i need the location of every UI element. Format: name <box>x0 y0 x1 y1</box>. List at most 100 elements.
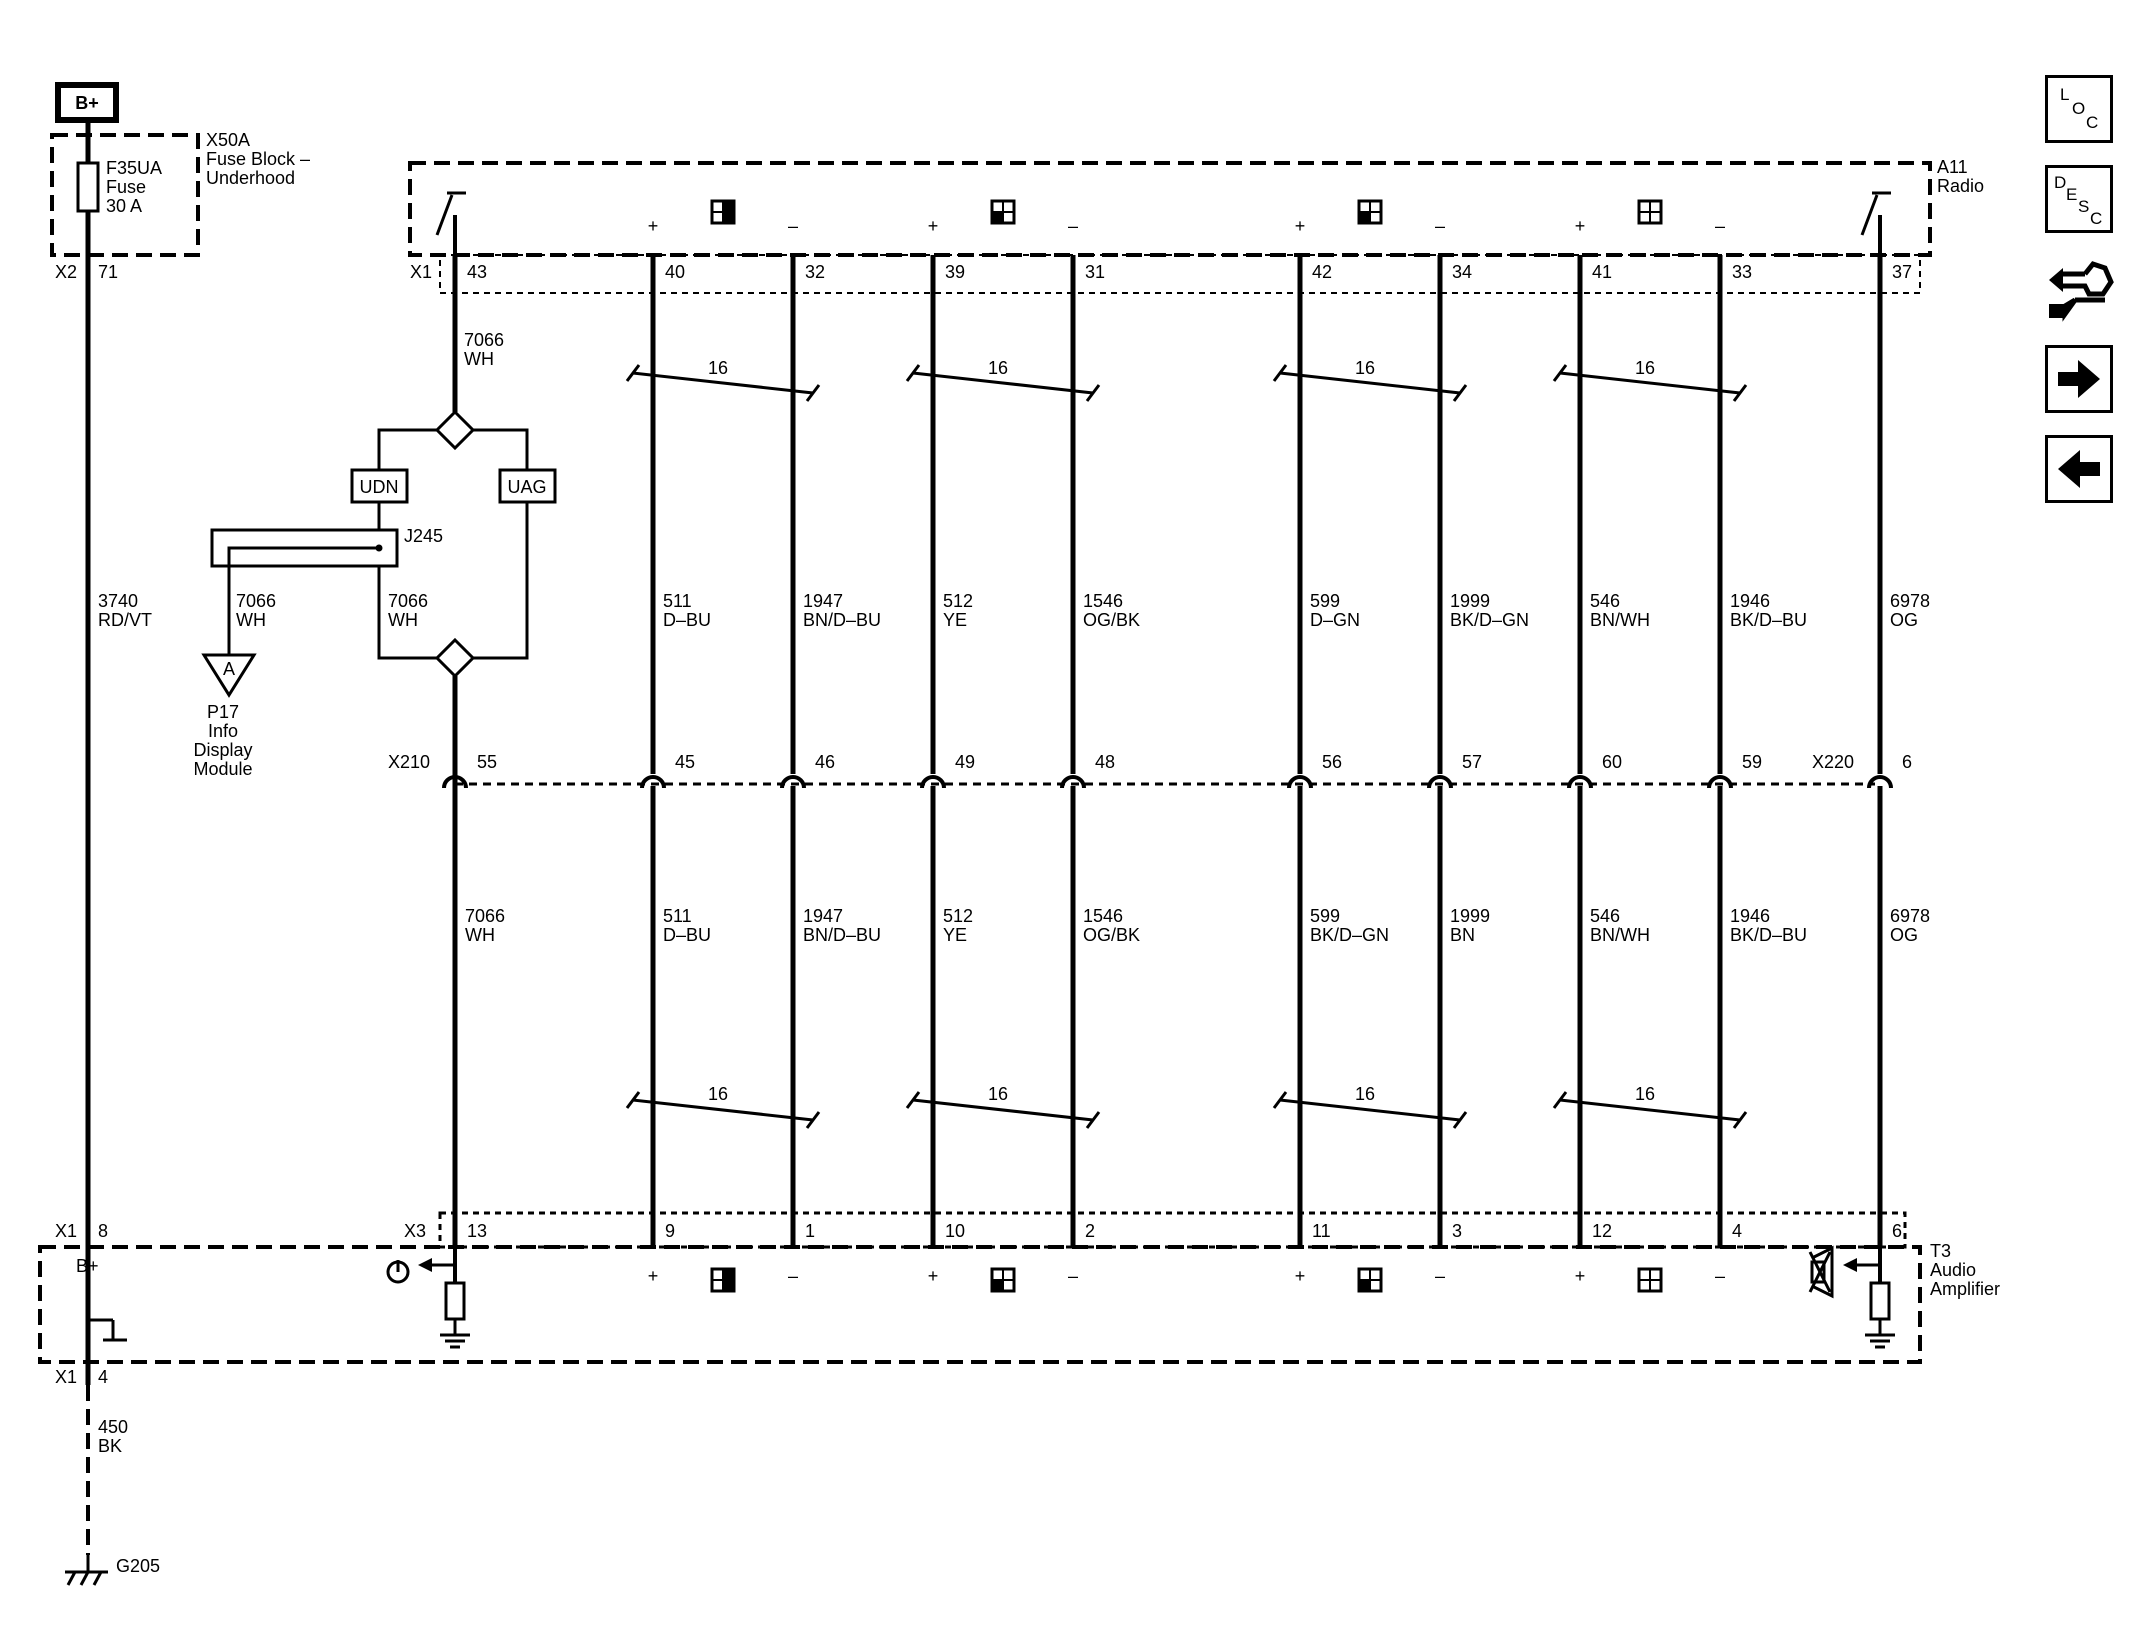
radio-outline <box>408 161 1932 257</box>
amp-pin: 11 <box>1312 1221 1331 1241</box>
inline-terminal <box>1707 775 1733 789</box>
arrow-right-icon <box>2058 360 2100 398</box>
wire-lower-color: BK/D–GN <box>1310 925 1389 945</box>
amp-x1-bottom-pin: 4 <box>98 1367 108 1387</box>
inline-terminal <box>442 775 468 789</box>
wire-upper-circuit: 511 <box>663 591 692 611</box>
ground-id: G205 <box>116 1556 160 1576</box>
amp-x1-bottom-connector: X1 <box>55 1367 77 1387</box>
twisted-pair-mark <box>912 371 1094 395</box>
amp-pin: 13 <box>467 1221 487 1241</box>
splice-left-circuit: 7066 <box>236 591 276 611</box>
inline-pin: 60 <box>1602 752 1622 772</box>
inline-terminal <box>780 775 806 789</box>
wire-upper-color: D–BU <box>663 610 711 630</box>
wire-lower-color: D–BU <box>663 925 711 945</box>
inline-pin: 48 <box>1095 752 1115 772</box>
desc-icon: D E S C <box>2054 173 2102 228</box>
splice-right-circuit: 7066 <box>388 591 428 611</box>
wire-upper-circuit: 1946 <box>1730 591 1770 611</box>
polarity-plus: + <box>1575 216 1586 236</box>
twisted-pair-label: 16 <box>988 358 1008 378</box>
radio-pin: 39 <box>945 262 965 282</box>
amp-resistor-right <box>1869 1281 1891 1321</box>
desc-letter-c: C <box>2090 209 2102 228</box>
wire-upper-circuit: 1546 <box>1083 591 1123 611</box>
splice-right-color: WH <box>388 610 418 630</box>
wire-upper-circuit: 1947 <box>803 591 843 611</box>
wire-lower-color: BN <box>1450 925 1475 945</box>
loc-letter-l: L <box>2060 85 2069 104</box>
wire-lower-circuit: 6978 <box>1890 906 1930 926</box>
wire-upper-color: D–GN <box>1310 610 1360 630</box>
uag-box <box>498 468 557 504</box>
wire-lower-circuit: 512 <box>943 906 973 926</box>
amp-name-1: Audio <box>1930 1260 1976 1280</box>
amp-pin: 4 <box>1732 1221 1742 1241</box>
polarity-plus: + <box>648 216 659 236</box>
radio-connector: X1 <box>410 262 432 282</box>
wire-upper-color: YE <box>943 610 967 630</box>
polarity-minus: – <box>1068 216 1078 236</box>
loc-icon: L O C <box>2060 85 2098 132</box>
wire-lower-color: OG <box>1890 925 1918 945</box>
amplifier-x3-connector <box>438 1211 1907 1249</box>
connector-icon <box>2049 261 2114 322</box>
radio-pin: 43 <box>467 262 487 282</box>
amp-pin: 2 <box>1085 1221 1095 1241</box>
wire-lower-color: BN/WH <box>1590 925 1650 945</box>
wire-lower-circuit: 1546 <box>1083 906 1123 926</box>
amp-pin: 10 <box>945 1221 965 1241</box>
previous-page-button[interactable] <box>2045 435 2113 503</box>
wire-lower-circuit: 1947 <box>803 906 843 926</box>
loc-button[interactable]: L O C <box>2045 75 2113 143</box>
polarity-plus: + <box>1295 216 1306 236</box>
udn-label: UDN <box>360 477 399 497</box>
power-wire-circuit: 3740 <box>98 591 138 611</box>
wire-lower-circuit: 1999 <box>1450 906 1490 926</box>
amp-pin: 9 <box>665 1221 675 1241</box>
desc-letter-s: S <box>2078 197 2089 216</box>
splice-diamond-top <box>434 409 476 451</box>
radio-pin: 37 <box>1892 262 1912 282</box>
wire-upper-circuit: 512 <box>943 591 973 611</box>
power-wire-color: RD/VT <box>98 610 152 630</box>
speaker-channel-icon <box>710 199 736 225</box>
fuse-block-name: X50A <box>206 130 250 150</box>
radio-id: A11 <box>1937 157 1968 177</box>
twisted-pair-label: 16 <box>1355 358 1375 378</box>
twisted-pair-mark <box>632 371 814 395</box>
polarity-plus: + <box>648 1266 659 1286</box>
radio-pin: 31 <box>1085 262 1105 282</box>
fuse-id: F35UA <box>106 158 162 178</box>
polarity-minus: – <box>1068 1266 1078 1286</box>
mute-speaker-icon <box>1810 1260 1826 1284</box>
splice-top-color: WH <box>464 349 494 369</box>
fuse-block-connector: X2 <box>55 262 77 282</box>
next-page-button[interactable] <box>2045 345 2113 413</box>
twisted-pair-label: 16 <box>1635 358 1655 378</box>
amp-pin: 6 <box>1892 1221 1902 1241</box>
twisted-pair-label: 16 <box>708 1084 728 1104</box>
info-display-line-2: Info <box>208 721 238 741</box>
splice-top-circuit: 7066 <box>464 330 504 350</box>
splice-left-color: WH <box>236 610 266 630</box>
inline-x210-label: X210 <box>388 752 430 772</box>
inline-pin: 59 <box>1742 752 1762 772</box>
wire-lower-color: BK/D–BU <box>1730 925 1807 945</box>
amplifier-outline <box>38 1245 1922 1364</box>
uag-label: UAG <box>507 477 546 497</box>
wire-lower-color: WH <box>465 925 495 945</box>
polarity-minus: – <box>1435 1266 1445 1286</box>
polarity-minus: – <box>1715 1266 1725 1286</box>
amp-id: T3 <box>1930 1241 1951 1261</box>
wire-upper-color: BN/WH <box>1590 610 1650 630</box>
twisted-pair-mark <box>912 1098 1094 1122</box>
connector-button[interactable] <box>2045 250 2115 326</box>
wire-lower-color: YE <box>943 925 967 945</box>
twisted-pair-mark <box>1279 371 1461 395</box>
polarity-minus: – <box>1715 216 1725 236</box>
speaker-channel-icon <box>1357 1267 1383 1293</box>
desc-button[interactable]: D E S C <box>2045 165 2113 233</box>
